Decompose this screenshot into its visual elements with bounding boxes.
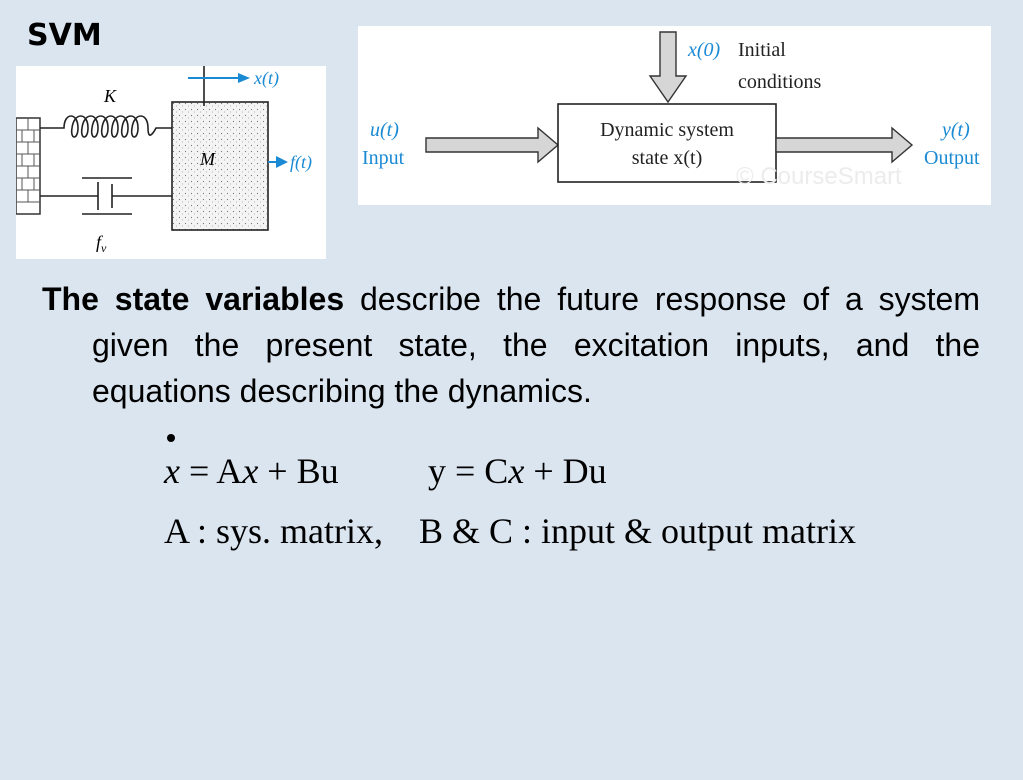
wall [16,117,41,215]
input-variable: u(t) [370,119,399,141]
paragraph-text: describe the future response of a system… [92,281,981,409]
spring-label: K [103,86,117,106]
ic-text-2: conditions [738,71,822,93]
input-arrow [425,126,560,164]
mass-label: M [199,149,216,169]
ic-text-1: Initial [738,39,786,61]
output-equation: y = Cx + Du [428,451,607,491]
force-arrow [268,156,288,168]
spring [40,115,172,138]
displacement-label: x(t) [253,68,279,89]
force-label: f(t) [290,152,312,173]
matrix-legend: A : sys. matrix, B & C : input & output … [164,511,857,551]
displacement-arrow [188,66,250,106]
state-variables-paragraph: The state variables describe the future … [42,276,980,414]
derivative-dot [167,434,175,442]
watermark: © CourseSmart [736,163,902,190]
paragraph-bold: The state variables [42,281,345,317]
dynamic-system-box [557,103,777,183]
input-label: Input [362,147,405,169]
box-line-1: Dynamic system [600,119,734,141]
output-arrow [775,126,914,164]
initial-condition-arrow [648,31,688,104]
ic-variable: x(0) [687,39,721,61]
mass-block [171,101,269,231]
output-label: Output [924,147,980,169]
damper-label: fv [96,232,107,255]
box-line-2: state x(t) [632,147,703,169]
damper [40,177,172,215]
state-equation: x = Ax + Bu [164,451,339,491]
state-block-diagram: x(0) Initial conditions u(t) Input Dynam… [358,26,991,205]
mass-spring-damper-figure: K fv M x(t) f(t) [16,66,326,259]
output-variable: y(t) [940,119,970,141]
slide-title: SVM [27,18,102,53]
